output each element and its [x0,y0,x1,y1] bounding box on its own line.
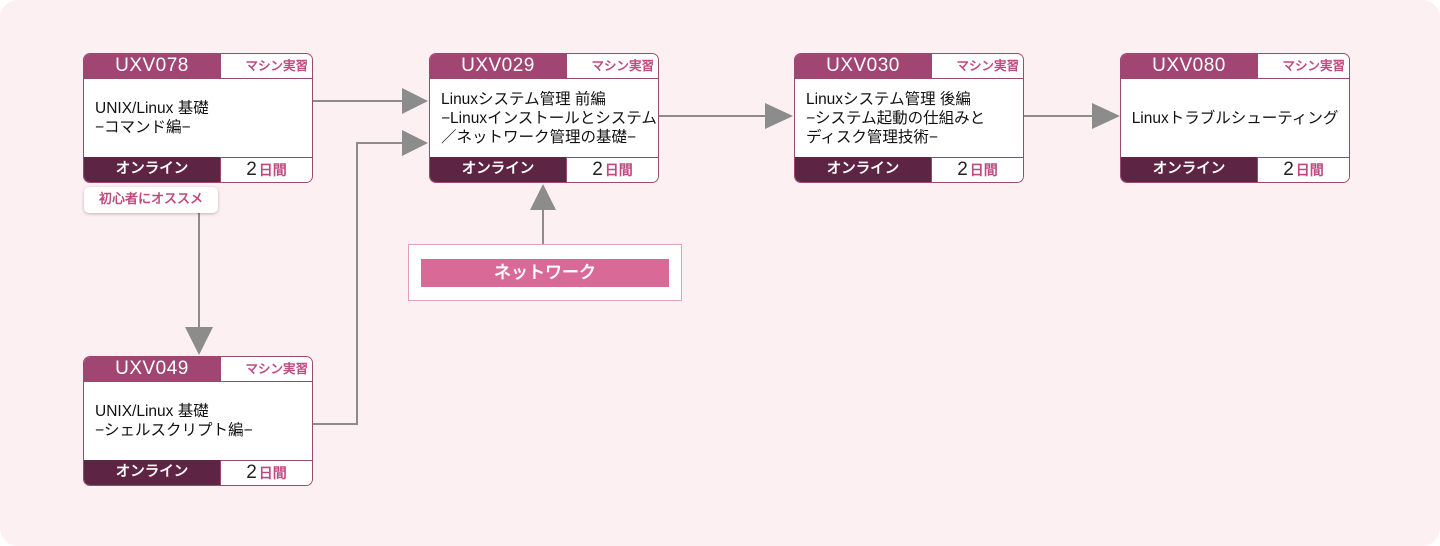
duration-number: 2 [246,159,257,180]
arrowhead [530,184,556,210]
title-line: −シェルスクリプト編− [95,422,253,439]
delivery-mode: オンライン [795,157,931,182]
delivery-mode: オンライン [1121,157,1257,182]
network-prerequisite-label: ネットワーク [421,259,669,287]
course-card-uxv078[interactable]: UXV078 マシン実習 UNIX/Linux 基礎 −コマンド編− オンライン… [83,53,313,183]
course-code: UXV030 [795,54,931,78]
arrowhead [402,88,428,114]
course-code: UXV029 [430,54,566,78]
delivery-mode: オンライン [430,157,566,182]
course-title: UNIX/Linux 基礎 −シェルスクリプト編− [84,383,312,459]
machine-practice-tag: マシン実習 [220,54,312,78]
duration-unit: 日間 [969,162,998,178]
machine-practice-tag: マシン実習 [220,357,312,381]
title-line: UNIX/Linux 基礎 [95,100,209,117]
course-card-uxv029[interactable]: UXV029 マシン実習 Linuxシステム管理 前編 −Linuxインストール… [429,53,659,183]
machine-practice-tag: マシン実習 [931,54,1023,78]
duration-number: 2 [1283,159,1294,180]
course-title: Linuxシステム管理 前編 −Linuxインストールとシステム ／ネットワーク… [430,80,658,156]
duration-unit: 日間 [1295,162,1324,178]
duration-number: 2 [957,159,968,180]
course-title: UNIX/Linux 基礎 −コマンド編− [84,80,312,156]
arrowhead [185,327,213,355]
arrow-uxv049-to-uxv029 [313,142,404,425]
title-line: UNIX/Linux 基礎 [95,403,209,420]
title-line: −Linuxインストールとシステム [441,109,657,127]
course-card-uxv049[interactable]: UXV049 マシン実習 UNIX/Linux 基礎 −シェルスクリプト編− オ… [83,356,313,486]
arrowhead [402,130,428,156]
course-code: UXV078 [84,54,220,78]
title-line: Linuxシステム管理 後編 [806,90,971,108]
machine-practice-tag: マシン実習 [1257,54,1349,78]
course-card-uxv030[interactable]: UXV030 マシン実習 Linuxシステム管理 後編 −システム起動の仕組みと… [794,53,1024,183]
duration-number: 2 [592,159,603,180]
network-prerequisite-box[interactable]: ネットワーク [408,244,682,301]
arrowhead [1092,103,1120,129]
delivery-mode: オンライン [84,460,220,485]
beginner-recommended-badge: 初心者にオススメ [84,187,218,213]
course-title: Linuxシステム管理 後編 −システム起動の仕組みと ディスク管理技術− [795,80,1023,156]
duration-number: 2 [246,462,257,483]
course-code: UXV049 [84,357,220,381]
title-line: ／ネットワーク管理の基礎− [441,128,637,146]
title-line: −コマンド編− [95,119,191,136]
duration-unit: 日間 [604,162,633,178]
course-title: Linuxトラブルシューティング [1121,80,1349,156]
duration-unit: 日間 [258,465,287,481]
machine-practice-tag: マシン実習 [566,54,658,78]
delivery-mode: オンライン [84,157,220,182]
title-line: ディスク管理技術− [806,128,938,146]
title-line: −システム起動の仕組みと [806,109,986,127]
title-line: Linuxシステム管理 前編 [441,90,606,108]
course-code: UXV080 [1121,54,1257,78]
title-line: Linuxトラブルシューティング [1131,109,1339,127]
duration-unit: 日間 [258,162,287,178]
arrowhead [765,103,793,129]
